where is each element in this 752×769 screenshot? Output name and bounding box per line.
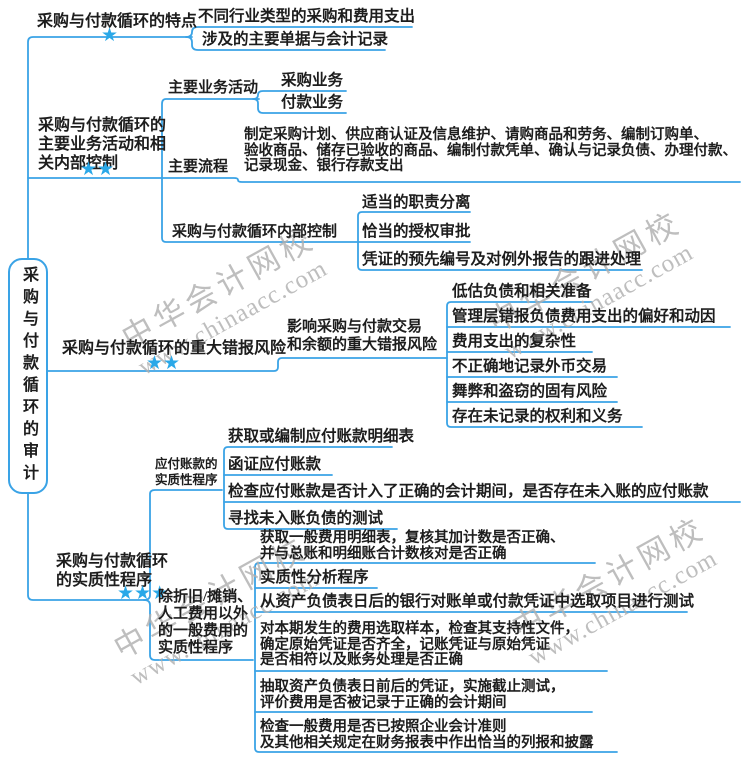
node-fraud-theft-risk: 舞弊和盗窃的固有风险 xyxy=(452,383,608,400)
node-process-detail: 制定采购计划、供应商认证及信息维护、请购商品和劳务、编制订购单、 验收商品、储存… xyxy=(244,127,737,175)
branch-risks-stars: ★★ xyxy=(146,352,181,374)
connector xyxy=(143,489,223,601)
connector xyxy=(223,446,398,530)
node-industry-types: 不同行业类型的采购和费用支出 xyxy=(198,8,416,25)
branch-activities-stars: ★★ xyxy=(80,158,115,180)
branch-substantive-stars: ★★★ xyxy=(117,582,169,604)
node-main-activities: 主要业务活动 xyxy=(168,80,259,96)
node-unrecorded-rights-obligations: 存在未记录的权利和义务 xyxy=(452,408,623,425)
connector xyxy=(254,562,618,753)
connector xyxy=(27,177,741,183)
connector xyxy=(47,357,448,372)
node-authorization-approval: 恰当的授权审批 xyxy=(362,223,471,240)
node-ge-analytical-procedures: 实质性分析程序 xyxy=(260,569,369,586)
node-expense-complexity: 费用支出的复杂性 xyxy=(452,333,577,350)
node-understated-liabilities: 低估负债和相关准备 xyxy=(452,283,592,300)
connector xyxy=(161,98,471,243)
branch-features-label: 采购与付款循环的特点 xyxy=(37,13,198,30)
root-label: 采购与付款循环的审计 xyxy=(20,266,37,486)
node-ge-cutoff-test: 抽取资产负债表日前后的凭证，实施截止测试， 评价费用是否被记录于正确的会计期间 xyxy=(260,679,565,711)
node-ge-sample-vouching: 对本期发生的费用选取样本，检查其支持性文件， 确定原始凭证是否齐全，记账凭证与原… xyxy=(260,621,579,669)
node-accounts-payable-procedures: 应付账款的 实质性程序 xyxy=(155,457,218,487)
node-ap-unrecorded-liabilities-test: 寻找未入账负债的测试 xyxy=(228,510,384,527)
branch-substantive-label: 采购与付款循环 的实质性程序 xyxy=(56,553,169,589)
node-internal-control: 采购与付款循环内部控制 xyxy=(172,224,338,240)
connector xyxy=(185,36,386,51)
root-node: 采购与付款循环的审计 xyxy=(8,258,48,494)
node-ap-schedule: 获取或编制应付账款明细表 xyxy=(228,428,415,445)
node-main-documents: 涉及的主要单据与会计记录 xyxy=(202,31,389,48)
branch-risks-label: 采购与付款循环的重大错报风险 xyxy=(62,340,287,357)
connector xyxy=(185,26,413,38)
branch-features-stars: ★ xyxy=(101,24,119,46)
node-payment-business: 付款业务 xyxy=(281,94,344,111)
node-ap-confirmation: 函证应付账款 xyxy=(228,456,322,473)
node-purchase-business: 采购业务 xyxy=(281,72,344,89)
connector xyxy=(252,98,347,114)
connector xyxy=(357,211,643,271)
connector xyxy=(27,36,193,259)
node-influencing-risks: 影响采购与付款交易 和余额的重大错报风险 xyxy=(287,319,438,353)
branch-activities-label: 采购与付款循环的 主要业务活动和相 关内部控制 xyxy=(38,117,167,172)
node-main-process: 主要流程 xyxy=(168,159,229,175)
node-foreign-currency-errors: 不正确地记录外币交易 xyxy=(452,358,608,375)
node-management-bias: 管理层错报负债费用支出的偏好和动因 xyxy=(452,308,716,325)
node-prenumbering-followup: 凭证的预先编号及对例外报告的跟进处理 xyxy=(362,251,642,268)
node-general-expense-procedures: 除折旧/摊销、 人工费用以外 的一般费用的 实质性程序 xyxy=(158,589,253,656)
connector xyxy=(27,493,145,601)
node-ge-disclosure-check: 检查一般费用是否已按照企业会计准则 及其他相关规定在财务报表中作出恰当的列报和披… xyxy=(260,719,594,751)
node-ge-post-balance-selection: 从资产负债表日后的银行对账单或付款凭证中选取项目进行测试 xyxy=(260,593,695,610)
node-ge-schedule-check: 获取一般费用明细表，复核其加计数是否正确、 并与总账和明细账合计数核对是否正确 xyxy=(260,530,565,562)
node-segregation-of-duties: 适当的职责分离 xyxy=(362,194,471,211)
connector xyxy=(446,301,643,428)
node-ap-period-check: 检查应付账款是否计入了正确的会计期间，是否存在未入账的应付账款 xyxy=(228,483,709,500)
connector xyxy=(143,599,254,661)
